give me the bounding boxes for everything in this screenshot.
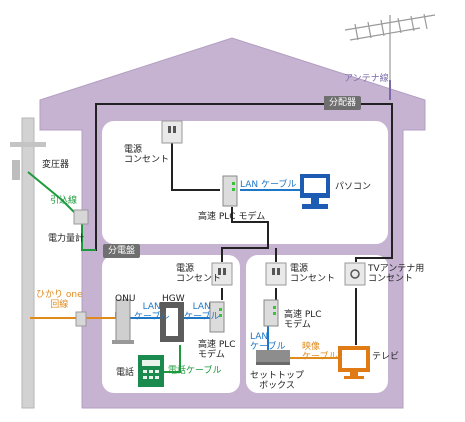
plc-modem-mid-label: 高速 PLC モデム: [284, 310, 322, 330]
settop-box-icon: [256, 350, 290, 365]
fiber-entry-box: [75, 311, 87, 327]
phone-label: 電話: [116, 368, 135, 378]
tv-outlet-label: TVアンテナ用 コンセント: [368, 264, 425, 284]
pc-label: パソコン: [335, 182, 372, 192]
phone-cable-line: [163, 345, 181, 373]
service-drop-label: 引込線: [50, 196, 78, 206]
outlet-icon: [161, 120, 183, 144]
room-upper: [102, 121, 388, 244]
settop-box-label: セットトップ ボックス: [250, 371, 305, 391]
utility-pole-icon: [10, 117, 46, 409]
lan-cable-mid-label: LAN ケーブル: [250, 332, 286, 352]
tv-label: テレビ: [372, 352, 400, 362]
phone-icon: [138, 355, 164, 387]
tv-icon: [338, 346, 370, 379]
power-meter-label: 電力量計: [48, 234, 85, 244]
outlet-icon: [211, 262, 233, 286]
splitter-label: 分配器: [324, 96, 362, 110]
power-meter-box: [73, 209, 89, 225]
phone-cable-label: 電話ケーブル: [168, 366, 222, 376]
fiber-line-label: ひかり one 回線: [36, 290, 83, 310]
plc-modem-left-label: 高速 PLC モデム: [198, 340, 236, 360]
pc-icon: [300, 174, 330, 209]
outlet-icon: [344, 262, 366, 286]
onu-icon: [112, 299, 134, 344]
plc-modem-icon: [222, 175, 238, 207]
power-outlet-mid-label: 電源 コンセント: [290, 264, 336, 284]
transformer-label: 変圧器: [42, 160, 70, 170]
video-cable-label: 映像 ケーブル: [302, 342, 338, 362]
onu-label: ONU: [115, 294, 136, 304]
distribution-board-label: 分電盤: [103, 244, 141, 258]
antenna-line-label: アンテナ線: [344, 74, 389, 84]
plc-modem-top-label: 高速 PLC モデム: [198, 212, 266, 222]
antenna-icon: [344, 13, 436, 80]
lan-cable-top-label: LAN ケーブル: [240, 180, 297, 190]
hgw-label: HGW: [162, 294, 185, 304]
lan-cable-left1-label: LAN ケーブル: [134, 302, 170, 322]
hgw-icon: [160, 302, 184, 342]
outlet-icon: [265, 262, 287, 286]
lan-cable-left2-label: LAN ケーブル: [184, 302, 220, 322]
power-outlet-top-label: 電源 コンセント: [124, 145, 170, 165]
power-outlet-left-label: 電源 コンセント: [176, 264, 222, 284]
plc-modem-icon: [209, 301, 225, 333]
plc-modem-icon: [263, 299, 279, 327]
